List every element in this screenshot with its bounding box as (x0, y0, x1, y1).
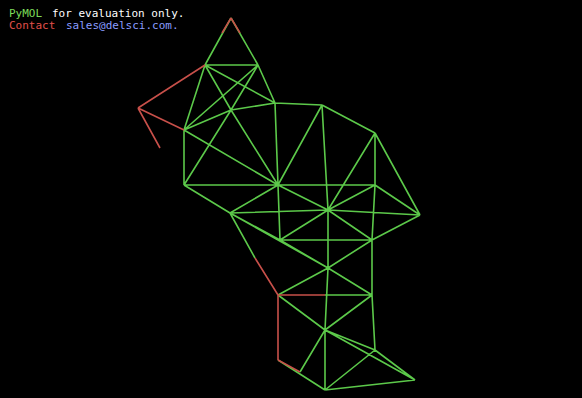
product-name: PyMOL (9, 7, 42, 20)
contact-email: sales@delsci.com. (66, 19, 179, 32)
red-bonds (138, 18, 325, 372)
green-bonds (184, 18, 420, 390)
contact-label: Contact (9, 19, 55, 32)
watermark-note: for evaluation only. (52, 7, 184, 20)
